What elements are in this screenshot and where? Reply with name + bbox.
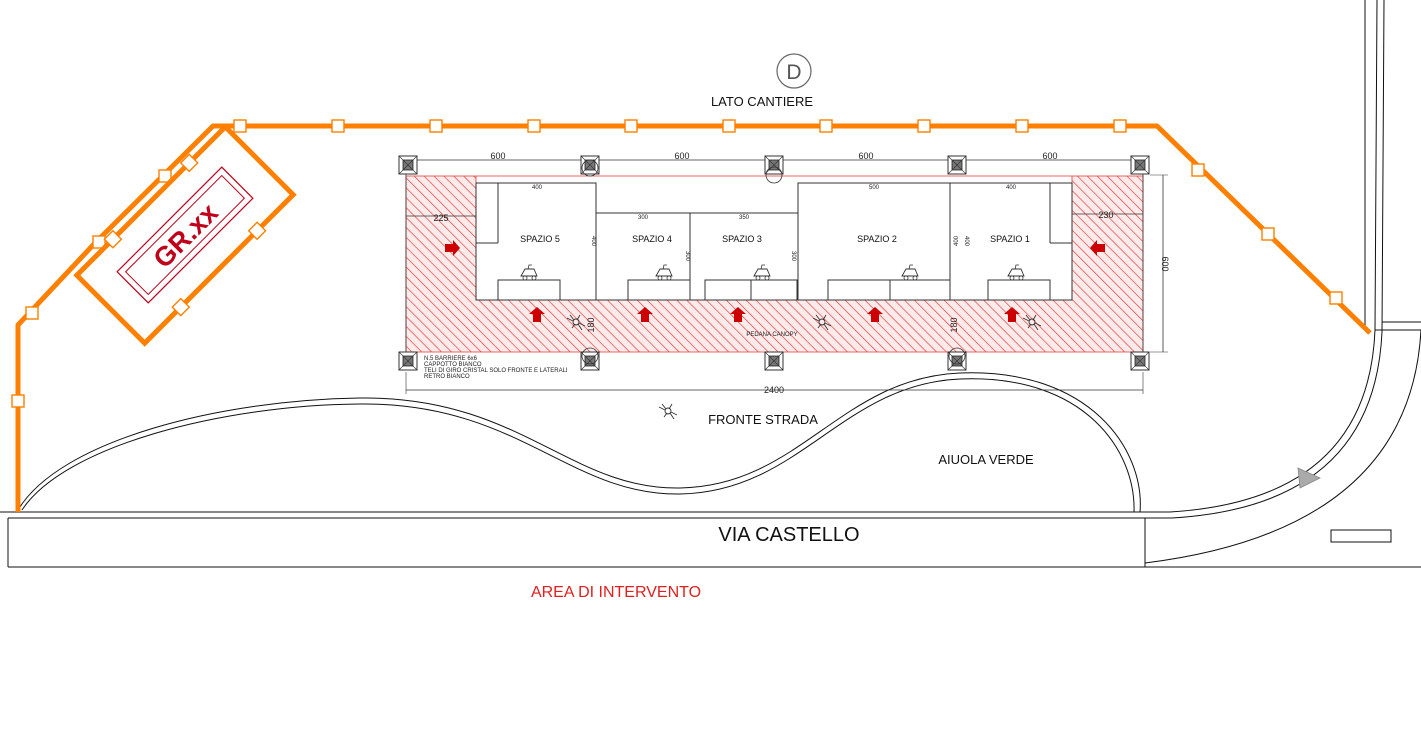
dim-total: 2400 <box>764 385 784 395</box>
label-via-castello: VIA CASTELLO <box>718 524 859 546</box>
note-1: N.5 BARRIERE 6x6 <box>424 356 478 362</box>
spazio-5-width: 400 <box>532 185 543 191</box>
dim-top-4: 600 <box>1042 151 1057 161</box>
spazio-3-depth: 300 <box>790 251 796 262</box>
margin-dims: 225 230 180 180 <box>406 210 1143 333</box>
north-marker-letter: D <box>786 61 801 84</box>
dim-top-1: 600 <box>490 151 505 161</box>
spazio-3-width: 350 <box>739 215 750 221</box>
aiuola-verde <box>17 372 1141 513</box>
dim-depth: 600 <box>1160 256 1170 271</box>
columns <box>398 155 1150 371</box>
road-via-castello <box>0 0 1421 568</box>
pedana-label: PEDANA CANOPY <box>746 332 797 338</box>
booth-labels: SPAZIO 5 SPAZIO 4 SPAZIO 3 SPAZIO 2 SPAZ… <box>520 185 1030 262</box>
spazio-2-label: SPAZIO 2 <box>857 234 897 244</box>
booths <box>475 182 1073 301</box>
note-2: CAPPOTTO BIANCO <box>424 362 482 368</box>
spazio-1-depth: 400 <box>963 236 969 247</box>
spazio-3-label: SPAZIO 3 <box>722 234 762 244</box>
dim-left-margin: 225 <box>433 213 448 223</box>
spazio-1-label: SPAZIO 1 <box>990 234 1030 244</box>
spazio-2-width: 500 <box>869 185 880 191</box>
spazio-5-label: SPAZIO 5 <box>520 234 560 244</box>
dim-walkway-left: 180 <box>586 317 596 332</box>
dim-top-2: 600 <box>674 151 689 161</box>
label-fronte-strada: FRONTE STRADA <box>708 412 818 427</box>
dim-right-margin: 230 <box>1098 210 1113 220</box>
spazio-4-width: 300 <box>638 215 649 221</box>
spazio-1-width: 400 <box>1006 185 1017 191</box>
dim-top-3: 600 <box>858 151 873 161</box>
note-4: RETRO BIANCO <box>424 374 470 380</box>
crane-label: GR.xx <box>148 198 224 274</box>
label-lato-cantiere: LATO CANTIERE <box>711 94 813 109</box>
construction-fence <box>11 119 1372 512</box>
spazio-5-depth: 400 <box>590 236 596 247</box>
label-aiuola-verde: AIUOLA VERDE <box>938 452 1034 467</box>
spazio-4-label: SPAZIO 4 <box>632 234 672 244</box>
note-3: TELI DI GIRO CRISTAL SOLO FRONTE E LATER… <box>424 368 568 374</box>
label-area-intervento: AREA DI INTERVENTO <box>531 584 701 601</box>
dimension-total: 2400 <box>405 372 1144 395</box>
dimension-depth: 600 <box>1150 174 1170 353</box>
notes: N.5 BARRIERE 6x6 CAPPOTTO BIANCO TELI DI… <box>424 356 568 380</box>
spazio-2-depth: 400 <box>954 235 960 246</box>
north-marker: D <box>776 53 812 89</box>
spazio-4-depth: 300 <box>684 251 690 262</box>
dim-walkway-right: 180 <box>949 317 959 332</box>
